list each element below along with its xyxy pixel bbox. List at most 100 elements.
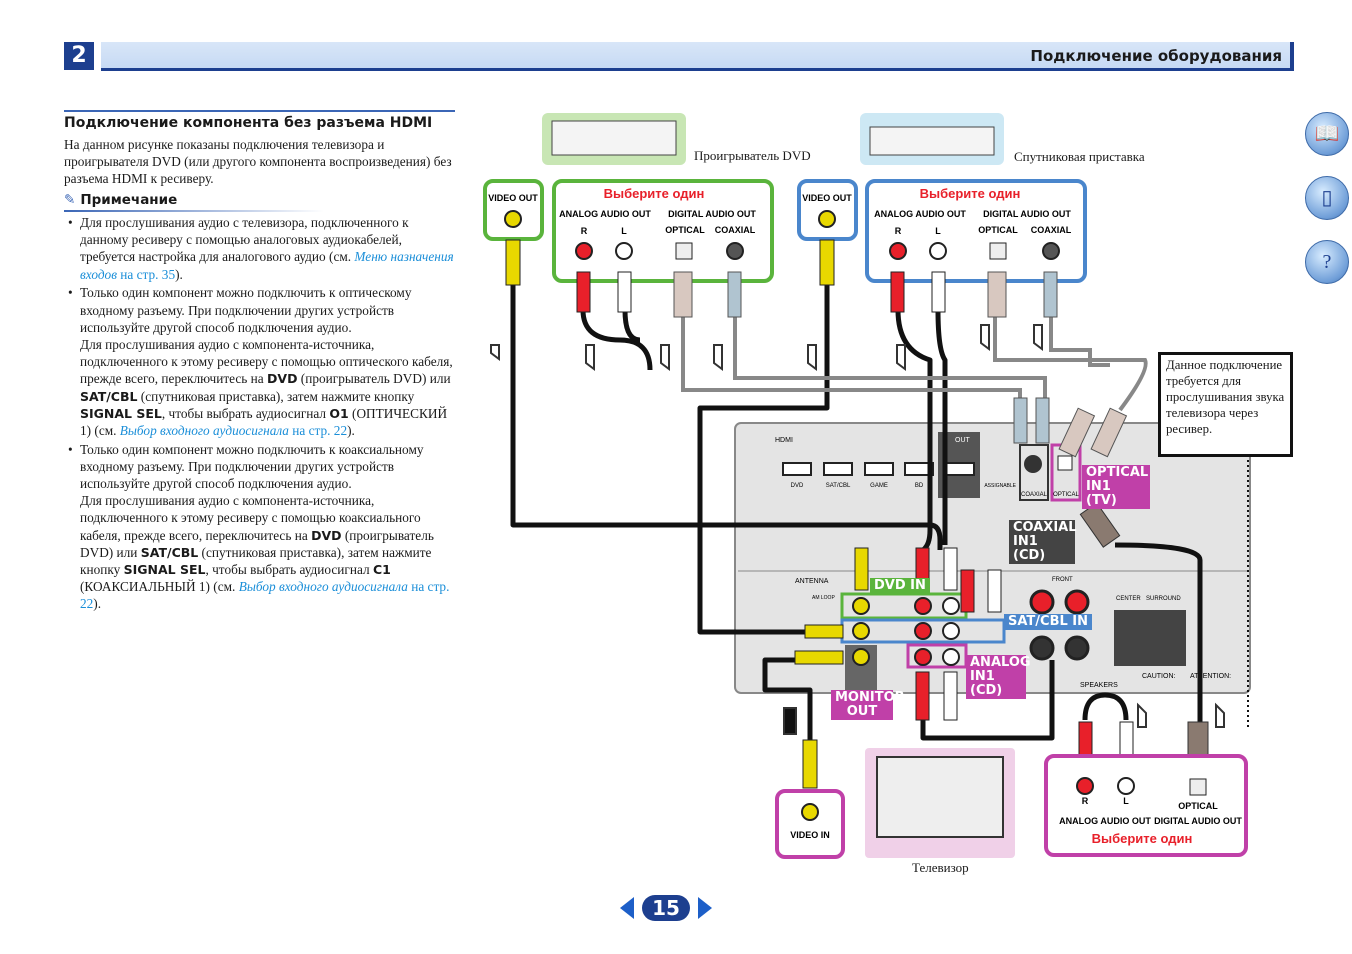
audio-r-jack (1076, 777, 1094, 795)
key-dvd: DVD (311, 527, 342, 543)
optical-jack (675, 242, 693, 260)
note-text: Для прослушивания аудио с компонента-ист… (80, 336, 453, 387)
coaxial-label: COAXIAL (715, 225, 756, 235)
section-title: Подключение компонента без разъема HDMI (64, 115, 433, 131)
dvd-in-label: DVD IN (870, 578, 930, 594)
note-title: Примечание (80, 192, 178, 208)
cables (510, 285, 1203, 741)
coaxial-in-jack-frame (1019, 444, 1049, 501)
next-page-arrow-icon[interactable] (698, 897, 712, 919)
code-o1: O1 (329, 405, 349, 421)
video-out-label: VIDEO OUT (488, 193, 538, 203)
sat-video-out-box (797, 179, 858, 241)
r-label: R (895, 226, 902, 236)
digital-audio-out-label: DIGITAL AUDIO OUT (1154, 816, 1242, 826)
coaxial-in-jack (1024, 455, 1042, 473)
analog-audio-out-label: ANALOG AUDIO OUT (874, 209, 966, 219)
note-text: Только один компонент можно подключить к… (80, 441, 424, 492)
optical-jack (1189, 778, 1207, 796)
code-c1: C1 (372, 562, 391, 578)
tv-video-in-box (775, 789, 845, 859)
coaxial-jack (1042, 242, 1060, 260)
optical-label: OPTICAL (665, 225, 705, 235)
speaker-terminals (1114, 610, 1186, 666)
page-navigation: 15 (620, 895, 712, 921)
optical-in-jack (1057, 455, 1073, 471)
coaxial-jack (726, 242, 744, 260)
center-label: CENTER (1116, 596, 1141, 602)
note-text: Для прослушивания аудио с телевизора, по… (80, 215, 409, 265)
digital-audio-out-label: DIGITAL AUDIO OUT (668, 209, 756, 219)
audio-l-jack (615, 242, 633, 260)
hdmi-dvd-label: DVD (791, 483, 804, 489)
key-dvd: DVD (267, 371, 298, 387)
dvd-player-icon (551, 120, 677, 156)
sat-box-icon (869, 126, 995, 156)
hdmi-bd-label: BD (915, 483, 924, 489)
audio-r-jack (575, 242, 593, 260)
antenna-label: ANTENNA (795, 578, 829, 585)
optical-in1-label: OPTICAL IN1 (TV) (1082, 465, 1150, 509)
book-icon[interactable]: 📖 (1305, 112, 1349, 156)
sat-box-caption: Спутниковая приставка (1014, 149, 1145, 164)
link-input-assign[interactable]: Меню назначения входов на стр. 35 (80, 249, 454, 282)
assignable-label: ASSIGNABLE (984, 483, 1016, 489)
dvd-audio-select-box (552, 179, 774, 283)
select-one-label: Выберите один (1092, 831, 1193, 846)
analog-audio-out-label: ANALOG AUDIO OUT (559, 209, 651, 219)
link-audio-select[interactable]: Выбор входного аудиосигнала на стр. 22 (80, 579, 450, 612)
remote-icon[interactable]: ▯ (1305, 176, 1349, 220)
tv-caption: Телевизор (912, 860, 969, 875)
hdmi-label: HDMI (775, 437, 793, 444)
header-title: Подключение оборудования (1030, 47, 1282, 65)
surround-label: SURROUND (1146, 596, 1181, 602)
coaxial-jack-label: COAXIAL (1021, 492, 1048, 498)
chapter-number: 2 (64, 42, 94, 70)
select-one-label: Выберите один (920, 186, 1021, 201)
l-label: L (621, 226, 627, 236)
key-satcbl: SAT/CBL (140, 544, 199, 560)
prev-page-arrow-icon[interactable] (620, 897, 634, 919)
analog-in1-label: ANALOG IN1 (CD) (966, 655, 1031, 699)
r-label: R (581, 226, 588, 236)
pencil-icon: ✎ (64, 192, 76, 208)
rca-jacks (852, 597, 960, 666)
dvd-video-out-box (483, 179, 544, 241)
alt-cables (681, 315, 1148, 412)
video-in-jack (801, 803, 819, 821)
front-speaker-terminals (1029, 589, 1090, 661)
audio-l-jack (1117, 777, 1135, 795)
header-bar (101, 42, 1294, 71)
link-audio-select[interactable]: Выбор входного аудиосигнала на стр. 22 (119, 422, 348, 438)
l-label: L (1123, 796, 1129, 806)
note-text: Только один компонент можно подключить к… (80, 285, 412, 335)
digital-audio-out-label: DIGITAL AUDIO OUT (983, 209, 1071, 219)
audio-r-jack (889, 242, 907, 260)
monitor-out-label: MONITOR OUT (831, 690, 905, 720)
l-label: L (935, 226, 941, 236)
am-loop-label: AM LOOP (812, 595, 835, 601)
speakers-label: SPEAKERS (1080, 682, 1118, 689)
dvd-player-caption: Проигрыватель DVD (694, 148, 811, 163)
key-signal-sel: SIGNAL SEL (80, 405, 162, 421)
tv-audio-note: Данное подключение требуется для прослуш… (1158, 352, 1293, 457)
video-in-label: VIDEO IN (790, 830, 830, 840)
note-item: Только один компонент можно подключить к… (64, 284, 459, 439)
coaxial-label: COAXIAL (1031, 225, 1072, 235)
note-list: Для прослушивания аудио с телевизора, по… (64, 214, 459, 614)
hdmi-ports (782, 462, 975, 476)
note-item: Только один компонент можно подключить к… (64, 441, 459, 613)
key-satcbl: SAT/CBL (80, 388, 138, 404)
note-heading: ✎ Примечание (64, 192, 177, 208)
receiver-help-icon[interactable]: ? (1305, 240, 1349, 284)
section-divider (64, 110, 455, 112)
plugs (505, 239, 1209, 789)
out-label: OUT (955, 437, 971, 444)
select-one-label: Выберите один (604, 186, 705, 201)
intro-text: На данном рисунке показаны подключения т… (64, 137, 452, 186)
caution-label: CAUTION: (1142, 673, 1176, 680)
r-label: R (1082, 796, 1089, 806)
optical-jack-label: OPTICAL (1053, 492, 1079, 498)
analog-audio-out-label: ANALOG AUDIO OUT (1059, 816, 1151, 826)
attention-label: ATTENTION: (1190, 673, 1231, 680)
